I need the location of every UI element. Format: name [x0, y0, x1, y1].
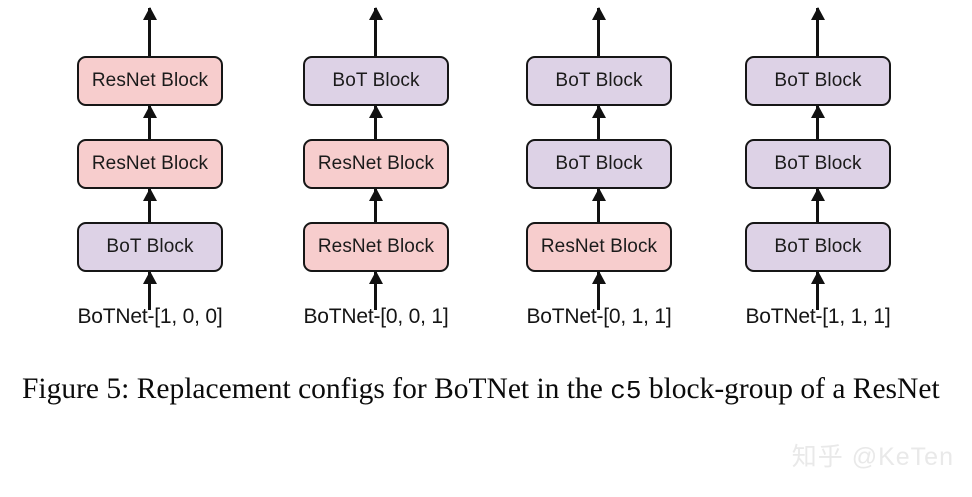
arrow-mid-to-top [597, 106, 600, 139]
block-top: BoT Block [526, 56, 672, 106]
arrow-bottom-to-mid [597, 189, 600, 222]
column-label: BoTNet-[1, 1, 1] [745, 305, 891, 328]
watermark: 知乎 @KeTen [791, 443, 954, 471]
arrow-mid-to-top [816, 106, 819, 139]
config-column-botnet-1-0-0: ResNet Block ResNet Block BoT Block BoTN… [44, 0, 256, 345]
block-middle: BoT Block [745, 139, 891, 189]
arrow-bottom-to-mid [148, 189, 151, 222]
config-column-botnet-1-1-1: BoT Block BoT Block BoT Block BoTNet-[1,… [712, 0, 924, 345]
output-arrow [374, 8, 377, 56]
column-label: BoTNet-[0, 1, 1] [526, 305, 672, 328]
arrow-bottom-to-mid [374, 189, 377, 222]
arrow-mid-to-top [148, 106, 151, 139]
block-middle: BoT Block [526, 139, 672, 189]
caption-code-term: c5 [610, 376, 642, 406]
botnet-replacement-diagram: ResNet Block ResNet Block BoT Block BoTN… [0, 0, 972, 345]
caption-suffix: block-group of a ResNet [641, 373, 940, 405]
arrow-bottom-to-mid [816, 189, 819, 222]
block-bottom: ResNet Block [526, 222, 672, 272]
output-arrow [816, 8, 819, 56]
block-top: BoT Block [745, 56, 891, 106]
input-arrow [597, 272, 600, 310]
block-top: ResNet Block [77, 56, 223, 106]
config-column-botnet-0-0-1: BoT Block ResNet Block ResNet Block BoTN… [270, 0, 482, 345]
input-arrow [148, 272, 151, 310]
caption-prefix: Figure 5: Replacement configs for BoTNet… [22, 373, 611, 405]
block-middle: ResNet Block [303, 139, 449, 189]
arrow-mid-to-top [374, 106, 377, 139]
block-bottom: BoT Block [745, 222, 891, 272]
column-label: BoTNet-[0, 0, 1] [303, 305, 449, 328]
figure-caption: Figure 5: Replacement configs for BoTNet… [22, 370, 952, 409]
config-column-botnet-0-1-1: BoT Block BoT Block ResNet Block BoTNet-… [493, 0, 705, 345]
output-arrow [597, 8, 600, 56]
block-middle: ResNet Block [77, 139, 223, 189]
block-bottom: ResNet Block [303, 222, 449, 272]
column-label: BoTNet-[1, 0, 0] [77, 305, 223, 328]
block-top: BoT Block [303, 56, 449, 106]
input-arrow [816, 272, 819, 310]
output-arrow [148, 8, 151, 56]
block-bottom: BoT Block [77, 222, 223, 272]
input-arrow [374, 272, 377, 310]
